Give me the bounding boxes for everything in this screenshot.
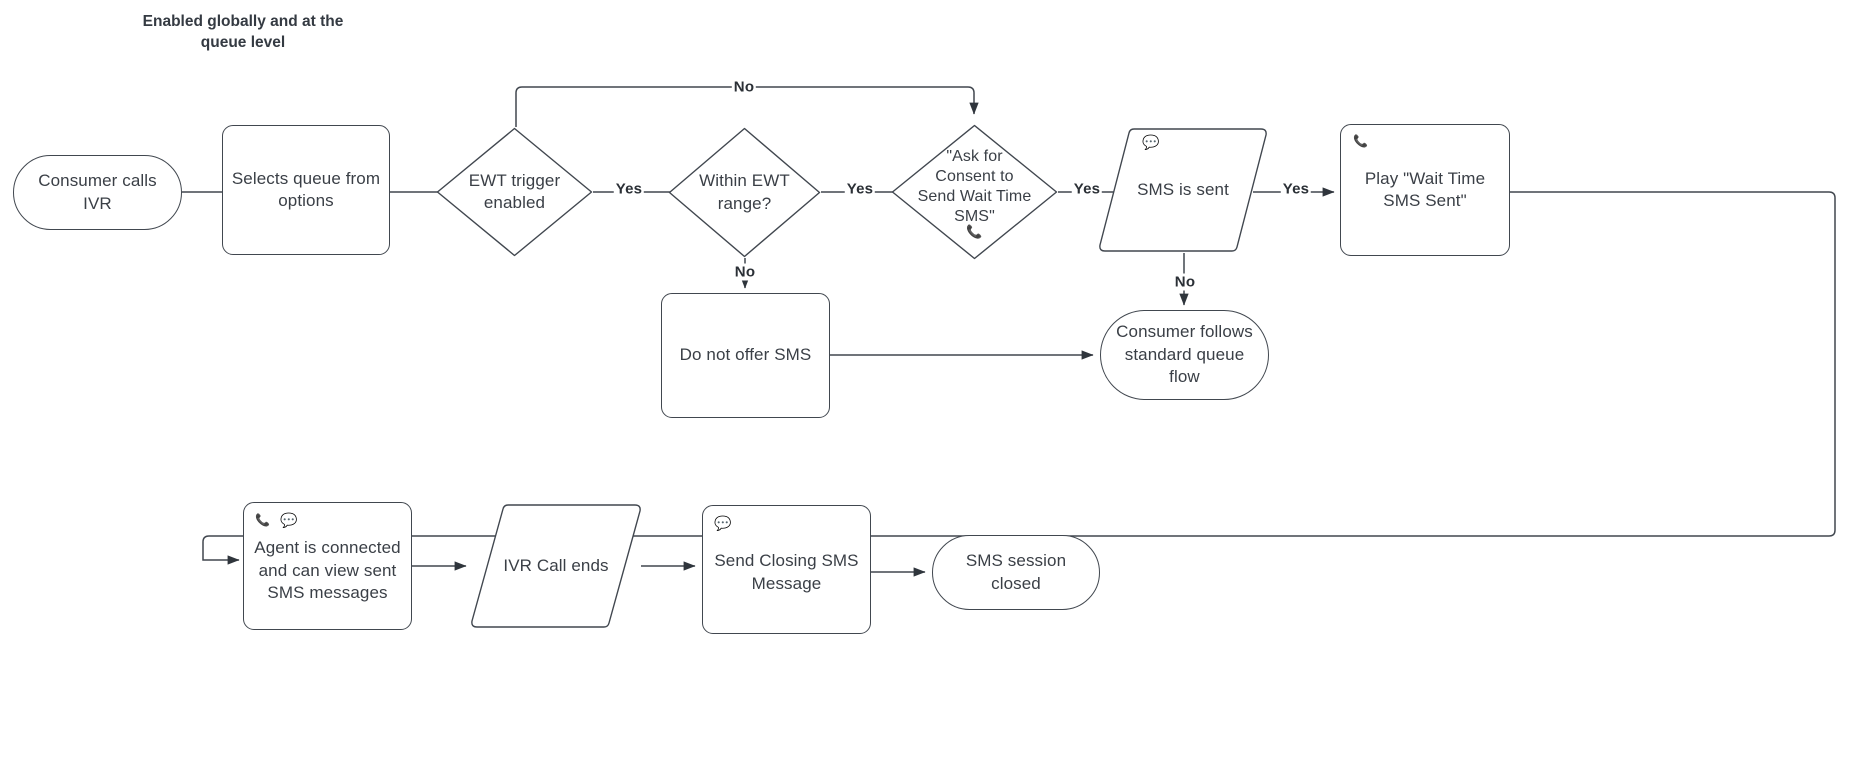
diagram-title: Enabled globally and at the queue level [142,13,344,51]
node-selects-queue-from-options[interactable]: Selects queue from options [222,125,390,255]
node-sms-session-closed[interactable]: SMS session closed [932,535,1100,610]
node-ewt-trigger-enabled[interactable]: EWT trigger enabled [436,127,593,257]
node-send-closing-sms-message[interactable]: Send Closing SMS Message 💬 [702,505,871,634]
node-label: "Ask for Consent to Send Wait Time SMS" [917,148,1032,225]
node-ask-for-consent[interactable]: "Ask for Consent to Send Wait Time SMS" … [891,124,1058,260]
edge-playwts-to-agent [202,191,1836,565]
node-ivr-call-ends[interactable]: IVR Call ends [470,503,642,629]
edge-label-yes-ewt-trigger: Yes [613,180,645,198]
edge-label-yes-sms-sent: Yes [1280,180,1312,198]
node-label: EWT trigger enabled [468,170,561,212]
diamond-outline [668,127,821,258]
diamond-outline [891,124,1058,260]
node-label: Play "Wait Time SMS Sent" [1364,168,1486,210]
node-consumer-follows-standard-queue-flow[interactable]: Consumer follows standard queue flow [1100,310,1269,400]
node-label: SMS session closed [965,551,1067,593]
node-consumer-calls-ivr[interactable]: Consumer calls IVR [13,155,182,230]
chat-bubble-icon: 💬 [280,512,298,528]
node-label: SMS is sent [1137,179,1229,199]
node-icon-group: 💬 [714,516,732,530]
chat-bubble-icon: 💬 [714,515,732,531]
node-play-wait-time-sms-sent[interactable]: Play "Wait Time SMS Sent" 📞 [1340,124,1510,256]
node-sms-is-sent[interactable]: SMS is sent 💬 [1098,127,1268,253]
node-label: Consumer calls IVR [38,171,157,213]
phone-icon: 📞 [255,513,271,527]
node-within-ewt-range[interactable]: Within EWT range? [668,127,821,258]
node-label: Consumer follows standard queue flow [1116,322,1253,387]
edge-label-no-within-range: No [732,263,758,281]
edge-label-yes-consent: Yes [1071,180,1103,198]
node-label: Agent is connected and can view sent SMS… [254,538,401,603]
node-label: Selects queue from options [231,168,381,210]
node-do-not-offer-sms[interactable]: Do not offer SMS [661,293,830,418]
phone-icon: 📞 [1353,134,1369,148]
node-icon-group: 📞 [1353,135,1368,147]
node-label: IVR Call ends [503,555,609,575]
edge-label-yes-within-range: Yes [844,180,876,198]
parallelogram-outline [1099,128,1267,252]
edge-label-no-ewt-trigger: No [731,78,757,96]
node-label: Within EWT range? [699,171,790,213]
node-icon-group: 📞 💬 [255,513,298,527]
node-agent-is-connected[interactable]: Agent is connected and can view sent SMS… [243,502,412,630]
parallelogram-outline [471,504,641,628]
diamond-outline [436,127,593,257]
node-label: Send Closing SMS Message [714,551,859,593]
node-label: Do not offer SMS [679,345,812,365]
edge-label-no-sms-sent: No [1172,273,1198,291]
